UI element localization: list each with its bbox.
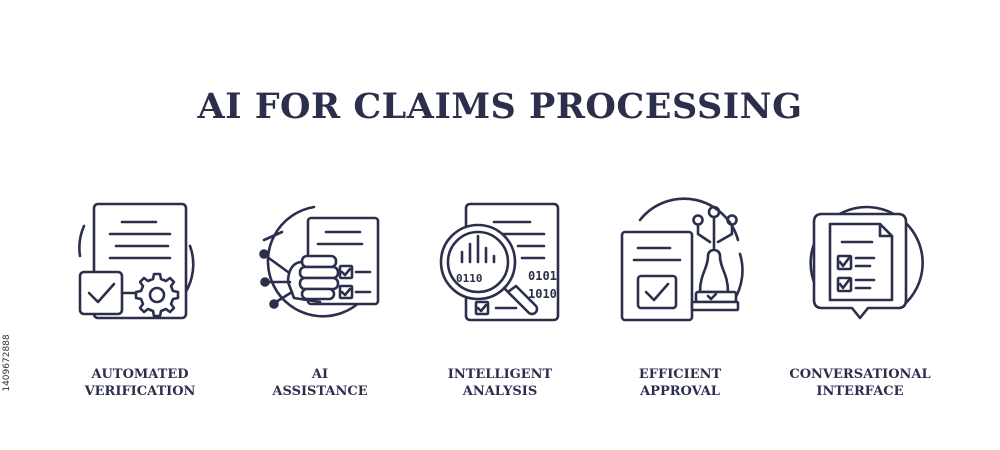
robot-hand-document-icon <box>259 205 380 318</box>
document-stamp-approval-icon <box>620 197 744 322</box>
label-conversational-interface: CONVERSATIONAL INTERFACE <box>765 366 955 400</box>
label-ai-assistance: AI ASSISTANCE <box>225 366 415 400</box>
label-line: APPROVAL <box>640 384 720 399</box>
document-checkmark-gear-icon <box>78 202 195 320</box>
page-title: AI FOR CLAIMS PROCESSING <box>197 86 803 127</box>
label-line: VERIFICATION <box>84 384 196 399</box>
svg-text:1010: 1010 <box>528 287 557 301</box>
label-line: INTERFACE <box>816 384 904 399</box>
label-line: AI <box>311 367 329 382</box>
svg-text:0110: 0110 <box>456 272 483 285</box>
icon-row: 0101 1010 0110 <box>0 190 1000 340</box>
stock-id: 1409672888 <box>2 300 12 430</box>
label-automated-verification: AUTOMATED VERIFICATION <box>45 366 235 400</box>
label-line: ASSISTANCE <box>272 384 368 399</box>
chat-bubble-checklist-icon <box>809 205 924 320</box>
label-line: INTELLIGENT <box>447 367 553 382</box>
stock-id-text: 1409672888 <box>2 334 12 392</box>
label-efficient-approval: EFFICIENT APPROVAL <box>585 366 775 400</box>
label-line: ANALYSIS <box>462 384 538 399</box>
label-line: EFFICIENT <box>638 367 722 382</box>
label-intelligent-analysis: INTELLIGENT ANALYSIS <box>405 366 595 400</box>
label-line: CONVERSATIONAL <box>789 367 931 382</box>
magnifier-data-document-icon: 0101 1010 0110 <box>439 202 560 322</box>
svg-text:0101: 0101 <box>528 269 557 283</box>
label-line: AUTOMATED <box>91 367 189 382</box>
